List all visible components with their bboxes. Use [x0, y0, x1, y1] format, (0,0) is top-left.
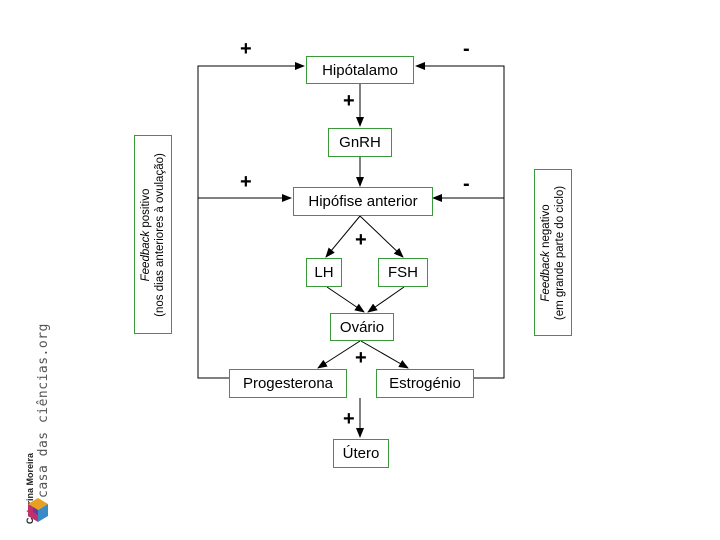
feedback-negative-label: Feedback negativo (em grande parte do ci…: [534, 169, 572, 336]
node-lh: LH: [306, 258, 342, 287]
sign-plus-lh-fsh: +: [355, 229, 367, 251]
feedback-positive-detail: (nos dias anteriores à ovulação): [154, 152, 166, 317]
node-hipotalamo: Hipótalamo: [306, 56, 414, 84]
sign-plus-gnrh: +: [343, 90, 355, 112]
feedback-negative-detail: (em grande parte do ciclo): [554, 185, 566, 320]
arrow-lh-ovario: [326, 286, 365, 313]
feedback-positive-word: positivo: [140, 188, 152, 231]
credit-site-main: casa das ciências: [36, 356, 51, 498]
node-fsh: FSH: [378, 258, 428, 287]
sign-plus-ovario: +: [355, 347, 367, 369]
sign-plus-utero: +: [343, 408, 355, 430]
sign-minus-mid-right: -: [463, 173, 470, 195]
feedback-positive-term: Feedback: [140, 230, 152, 281]
loop-right-outer: [415, 62, 505, 379]
credit-site: casa das ciências.org: [34, 323, 52, 498]
node-gnrh: GnRH: [328, 128, 392, 157]
feedback-negative-word: negativo: [540, 203, 552, 251]
node-ovario: Ovário: [330, 313, 394, 341]
feedback-negative-term: Feedback: [540, 250, 552, 302]
node-utero: Útero: [333, 439, 389, 468]
sign-plus-top-left: +: [240, 38, 252, 60]
loop-left-outer: [197, 62, 305, 379]
arrow-fsh-ovario: [367, 286, 405, 313]
arrow-hipofise-fsh: [359, 215, 404, 258]
feedback-positive-label: Feedback positivo (nos dias anteriores à…: [134, 135, 172, 334]
node-hipofise-anterior: Hipófise anterior: [293, 187, 433, 216]
sign-minus-top-right: -: [463, 38, 470, 60]
casa-das-ciencias-logo-icon: [28, 498, 48, 522]
credit-site-tld: .org: [36, 323, 51, 357]
sign-plus-mid-left: +: [240, 171, 252, 193]
arrow-ovario-progesterona: [317, 340, 361, 369]
arrow-ovario-estrogenio: [360, 340, 409, 369]
node-estrogenio: Estrogénio: [376, 369, 474, 398]
node-progesterona: Progesterona: [229, 369, 347, 398]
arrow-hipofise-lh: [325, 215, 361, 258]
